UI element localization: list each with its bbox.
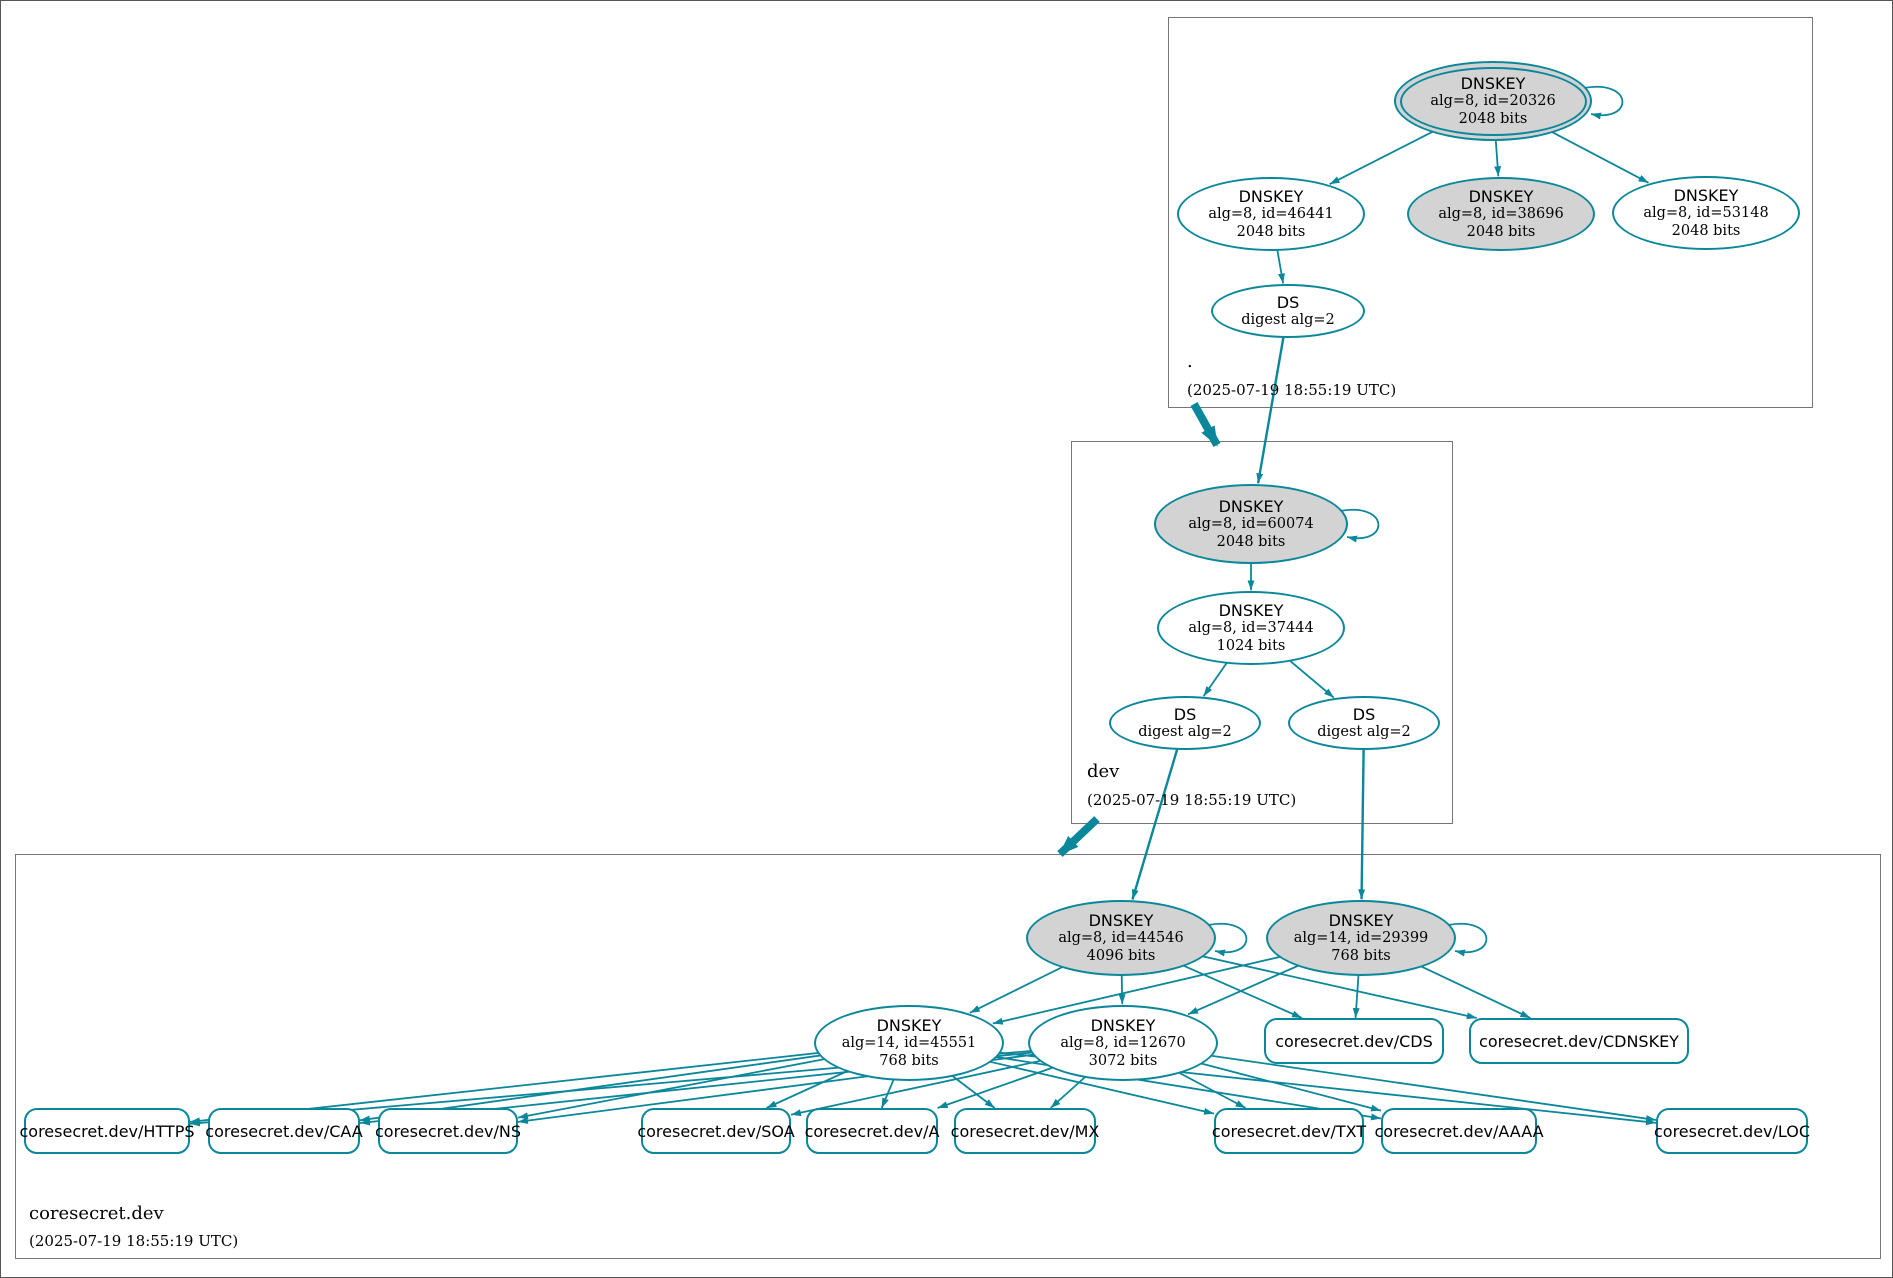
node-bits: 2048 bits bbox=[1458, 110, 1528, 127]
zone-timestamp-root: (2025-07-19 18:55:19 UTC) bbox=[1187, 381, 1397, 399]
rrset-node-soa[interactable]: coresecret.dev/SOA bbox=[637, 1108, 795, 1154]
rrset-label: coresecret.dev/MX bbox=[950, 1121, 1100, 1141]
node-alg-id: alg=8, id=20326 bbox=[1430, 92, 1556, 109]
dnskey-node-46441[interactable]: DNSKEY alg=8, id=46441 2048 bits bbox=[1177, 177, 1365, 251]
node-title: DNSKEY bbox=[1238, 186, 1304, 206]
node-alg-id: alg=8, id=12670 bbox=[1060, 1034, 1186, 1051]
zone-label-coresecret-dev: coresecret.dev bbox=[29, 1203, 164, 1224]
node-alg-id: alg=8, id=44546 bbox=[1058, 929, 1184, 946]
signing-edge bbox=[359, 1042, 910, 1123]
zone-box-root bbox=[1168, 17, 1813, 408]
node-digest: digest alg=2 bbox=[1241, 311, 1335, 328]
zone-timestamp-coresecret-dev: (2025-07-19 18:55:19 UTC) bbox=[29, 1232, 239, 1250]
signing-edge bbox=[517, 1042, 1124, 1125]
rrset-label: coresecret.dev/TXT bbox=[1211, 1121, 1367, 1141]
rrset-node-ns[interactable]: coresecret.dev/NS bbox=[374, 1108, 522, 1154]
node-bits: 2048 bits bbox=[1216, 533, 1286, 550]
dnskey-node-45551[interactable]: DNSKEY alg=14, id=45551 768 bits bbox=[814, 1005, 1004, 1081]
dnskey-node-29399-ksk[interactable]: DNSKEY alg=14, id=29399 768 bits bbox=[1266, 900, 1456, 976]
rrset-label: coresecret.dev/CDS bbox=[1275, 1031, 1433, 1051]
signing-edge bbox=[1131, 722, 1187, 900]
ds-node-coresecret-1[interactable]: DS digest alg=2 bbox=[1109, 696, 1261, 750]
node-bits: 2048 bits bbox=[1671, 222, 1741, 239]
zone-box-coresecret-dev bbox=[15, 854, 1881, 1259]
rrset-label: coresecret.dev/NS bbox=[374, 1121, 522, 1141]
dnskey-node-12670[interactable]: DNSKEY alg=8, id=12670 3072 bits bbox=[1028, 1005, 1218, 1081]
dnskey-node-60074-ksk[interactable]: DNSKEY alg=8, id=60074 2048 bits bbox=[1154, 484, 1348, 564]
node-bits: 3072 bits bbox=[1088, 1052, 1158, 1069]
rrset-label: coresecret.dev/HTTPS bbox=[19, 1121, 195, 1141]
node-alg-id: alg=14, id=45551 bbox=[841, 1034, 977, 1051]
node-title: DNSKEY bbox=[1328, 910, 1394, 930]
node-alg-id: alg=8, id=38696 bbox=[1438, 205, 1564, 222]
node-alg-id: alg=8, id=53148 bbox=[1643, 204, 1769, 221]
rrset-label: coresecret.dev/CDNSKEY bbox=[1479, 1031, 1679, 1051]
signing-edge bbox=[1256, 310, 1290, 484]
rrset-node-cdnskey[interactable]: coresecret.dev/CDNSKEY bbox=[1469, 1018, 1689, 1064]
self-signing-loop-edge bbox=[1583, 85, 1624, 120]
node-bits: 2048 bits bbox=[1236, 223, 1306, 240]
rrset-node-aaaa[interactable]: coresecret.dev/AAAA bbox=[1374, 1108, 1544, 1154]
node-digest: digest alg=2 bbox=[1138, 723, 1232, 740]
dnskey-node-38696-ksk[interactable]: DNSKEY alg=8, id=38696 2048 bits bbox=[1407, 177, 1595, 251]
dnskey-node-37444[interactable]: DNSKEY alg=8, id=37444 1024 bits bbox=[1157, 591, 1345, 665]
node-title: DNSKEY bbox=[1460, 73, 1526, 93]
node-bits: 768 bits bbox=[1331, 947, 1391, 964]
zone-timestamp-dev: (2025-07-19 18:55:19 UTC) bbox=[1087, 791, 1297, 809]
node-alg-id: alg=8, id=46441 bbox=[1208, 205, 1334, 222]
signing-edge bbox=[1358, 722, 1366, 900]
node-title: DS bbox=[1352, 704, 1376, 724]
rrset-label: coresecret.dev/SOA bbox=[637, 1121, 795, 1141]
rrset-node-loc[interactable]: coresecret.dev/LOC bbox=[1653, 1108, 1811, 1154]
ds-node-dev-in-root[interactable]: DS digest alg=2 bbox=[1211, 284, 1365, 338]
node-title: DNSKEY bbox=[1468, 186, 1534, 206]
rrset-label: coresecret.dev/A bbox=[804, 1121, 940, 1141]
node-title: DNSKEY bbox=[876, 1015, 942, 1035]
rrset-label: coresecret.dev/CAA bbox=[205, 1121, 363, 1141]
zone-label-root: . bbox=[1187, 351, 1193, 372]
secure-delegation-edge bbox=[1190, 402, 1221, 447]
rrset-node-cds[interactable]: coresecret.dev/CDS bbox=[1264, 1018, 1444, 1064]
ds-node-coresecret-2[interactable]: DS digest alg=2 bbox=[1288, 696, 1440, 750]
rrset-node-txt[interactable]: coresecret.dev/TXT bbox=[1211, 1108, 1367, 1154]
rrset-node-a[interactable]: coresecret.dev/A bbox=[804, 1108, 940, 1154]
secure-delegation-edge bbox=[1057, 816, 1100, 857]
node-title: DNSKEY bbox=[1673, 185, 1739, 205]
node-title: DS bbox=[1173, 704, 1197, 724]
zone-box-dev bbox=[1071, 441, 1453, 824]
rrset-node-mx[interactable]: coresecret.dev/MX bbox=[951, 1108, 1099, 1154]
dnskey-node-20326-ksk[interactable]: DNSKEY alg=8, id=20326 2048 bits bbox=[1394, 61, 1592, 141]
node-title: DNSKEY bbox=[1090, 1015, 1156, 1035]
self-signing-loop-edge bbox=[1207, 922, 1248, 957]
node-bits: 768 bits bbox=[879, 1052, 939, 1069]
dnskey-node-53148[interactable]: DNSKEY alg=8, id=53148 2048 bits bbox=[1612, 176, 1800, 250]
rrset-node-https[interactable]: coresecret.dev/HTTPS bbox=[19, 1108, 195, 1154]
self-signing-loop-edge bbox=[1447, 922, 1488, 957]
zone-label-dev: dev bbox=[1087, 761, 1120, 782]
rrset-label: coresecret.dev/LOC bbox=[1653, 1121, 1811, 1141]
node-title: DNSKEY bbox=[1218, 600, 1284, 620]
node-digest: digest alg=2 bbox=[1317, 723, 1411, 740]
node-alg-id: alg=14, id=29399 bbox=[1293, 929, 1429, 946]
dnskey-node-44546-ksk[interactable]: DNSKEY alg=8, id=44546 4096 bits bbox=[1026, 900, 1216, 976]
self-signing-loop-edge bbox=[1339, 508, 1380, 543]
node-bits: 4096 bits bbox=[1086, 947, 1156, 964]
rrset-label: coresecret.dev/AAAA bbox=[1374, 1121, 1544, 1141]
node-alg-id: alg=8, id=37444 bbox=[1188, 619, 1314, 636]
rrset-node-caa[interactable]: coresecret.dev/CAA bbox=[205, 1108, 363, 1154]
node-bits: 2048 bits bbox=[1466, 223, 1536, 240]
node-alg-id: alg=8, id=60074 bbox=[1188, 515, 1314, 532]
node-title: DNSKEY bbox=[1218, 496, 1284, 516]
node-title: DS bbox=[1276, 292, 1300, 312]
node-title: DNSKEY bbox=[1088, 910, 1154, 930]
node-bits: 1024 bits bbox=[1216, 637, 1286, 654]
